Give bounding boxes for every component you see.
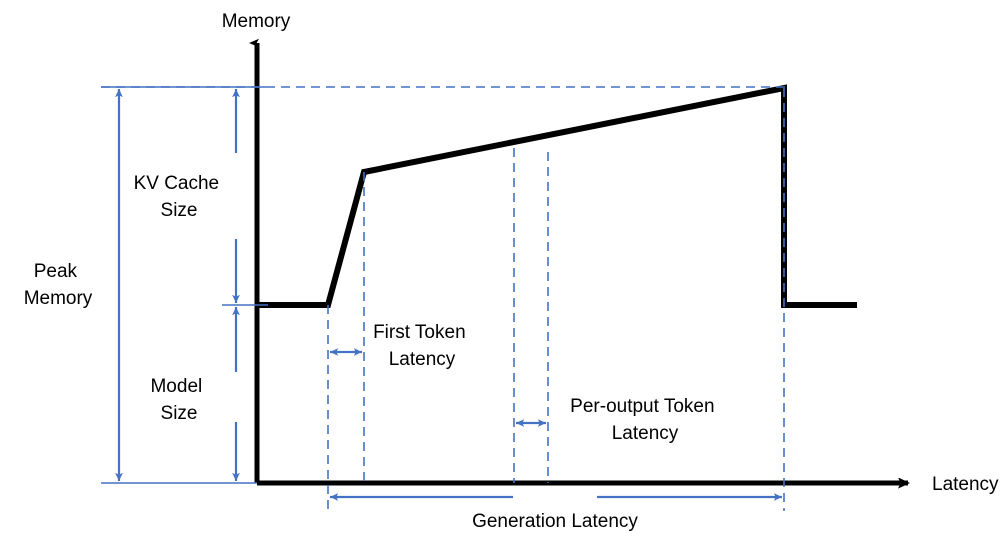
per-output-token-latency-label: Per-output Token Latency [570, 396, 720, 444]
vertical-measures-group [115, 88, 240, 482]
first-token-latency-label-line2: Latency [389, 349, 456, 370]
memory-curve-group [257, 84, 857, 308]
peak-memory-label: Peak Memory [24, 261, 93, 309]
x-axis-label: Latency [932, 474, 999, 495]
model-size-label-line2: Size [161, 403, 198, 424]
labels-group: Peak Memory KV Cache Size Model Size Fir… [24, 173, 720, 532]
axes-group [257, 43, 908, 483]
per-output-token-latency-label-line1: Per-output Token [570, 396, 714, 417]
kv-cache-size-label-line1: KV Cache [134, 173, 220, 194]
kv-cache-size-label-line2: Size [161, 200, 198, 221]
first-token-latency-label: First Token Latency [373, 322, 471, 370]
per-output-token-latency-label-line2: Latency [612, 423, 679, 444]
horizontal-measures-group [329, 348, 783, 501]
guide-lines-group [101, 86, 786, 511]
peak-memory-label-line2: Memory [24, 288, 93, 309]
model-size-label: Model Size [150, 376, 207, 424]
y-axis-label: Memory [222, 11, 291, 32]
peak-memory-label-line1: Peak [34, 261, 78, 282]
generation-latency-label: Generation Latency [472, 511, 638, 532]
model-size-label-line1: Model [150, 376, 202, 397]
kv-cache-size-label: KV Cache Size [134, 173, 225, 221]
first-token-latency-label-line1: First Token [373, 322, 466, 343]
memory-curve [257, 84, 857, 308]
